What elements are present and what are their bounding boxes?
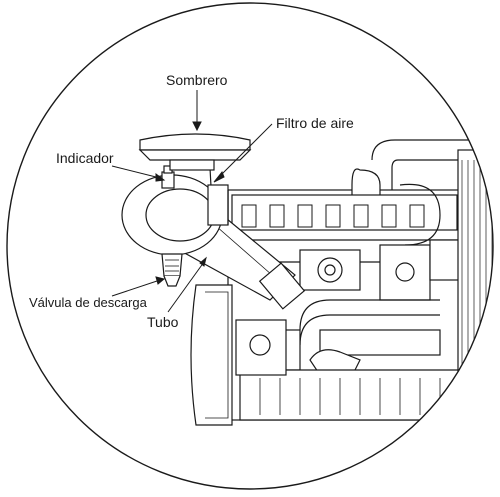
callout-arrows <box>111 90 273 313</box>
label-valvula-de-descarga: Válvula de descarga <box>29 295 147 310</box>
flywheel-housing <box>190 284 287 426</box>
outer-circle <box>6 2 494 490</box>
label-sombrero: Sombrero <box>166 72 228 88</box>
label-tubo: Tubo <box>147 314 179 330</box>
label-indicador: Indicador <box>56 150 114 166</box>
label-filtro-de-aire: Filtro de aire <box>276 115 354 131</box>
rain-cap <box>138 133 252 171</box>
engine-block <box>227 139 493 431</box>
